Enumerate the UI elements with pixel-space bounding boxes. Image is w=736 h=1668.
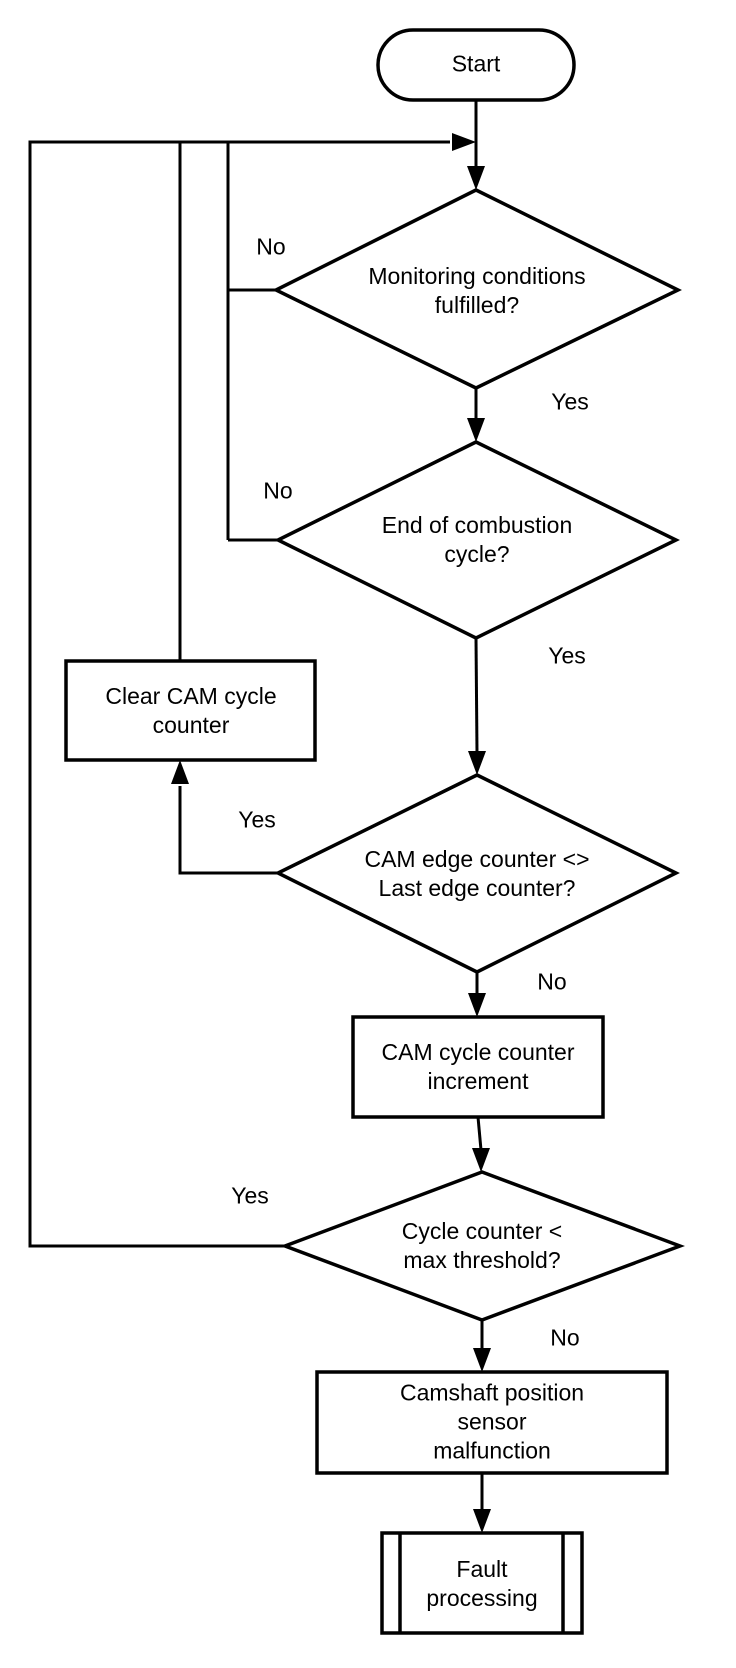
fault-processing-label: Fault processing: [426, 1556, 538, 1611]
threshold-yes-label: Yes: [231, 1182, 269, 1209]
start-terminator-shape: [376, 28, 576, 102]
edge-threshold-yes-loop: [28, 140, 450, 1248]
increment-label: CAM cycle counter increment: [381, 1039, 575, 1094]
monitoring-decision-label: Monitoring conditions fulfilled?: [368, 263, 586, 318]
threshold-decision-shape: [280, 1170, 685, 1322]
start-node-label: Start: [451, 50, 501, 77]
threshold-no-label: No: [550, 1324, 580, 1351]
increment-process-shape: [351, 1015, 605, 1119]
combustion-decision-shape: [274, 440, 680, 640]
arrowhead-into-threshold: [472, 1148, 490, 1172]
edge-edgecounter-yes: [178, 786, 279, 875]
arrowhead-junction-right: [452, 133, 476, 151]
edgecounter-decision-shape: [274, 773, 680, 974]
combustion-yes-label: Yes: [548, 642, 586, 669]
fault-predefined-shape: [380, 1531, 584, 1635]
arrowhead-into-monitoring: [467, 166, 485, 190]
edge-increment-to-threshold: [476, 1116, 483, 1151]
edgecounter-no-label: No: [537, 968, 567, 995]
arrowhead-into-fault: [473, 1509, 491, 1533]
arrowhead-into-increment: [468, 993, 486, 1017]
monitoring-decision-shape: [272, 188, 682, 390]
clear-counter-label: Clear CAM cycle counter: [105, 683, 277, 738]
edgecounter-yes-label: Yes: [238, 806, 276, 833]
edgecounter-decision-label: CAM edge counter <> Last edge counter?: [364, 846, 590, 901]
clear-counter-process-shape: [64, 659, 317, 762]
arrowhead-into-clearbox: [171, 760, 189, 784]
monitoring-no-label: No: [256, 233, 286, 260]
arrowhead-into-combustion: [467, 418, 485, 442]
malfunction-label: Camshaft position sensor malfunction: [399, 1379, 585, 1464]
combustion-no-label: No: [263, 477, 293, 504]
edge-combustion-yes: [474, 637, 479, 754]
arrowhead-into-malfunction: [473, 1348, 491, 1372]
malfunction-process-shape: [315, 1370, 669, 1475]
monitoring-yes-label: Yes: [551, 388, 589, 415]
arrowhead-into-edgecounter: [468, 751, 486, 775]
threshold-decision-label: Cycle counter < max threshold?: [401, 1218, 563, 1273]
combustion-decision-label: End of combustion cycle?: [381, 512, 573, 567]
